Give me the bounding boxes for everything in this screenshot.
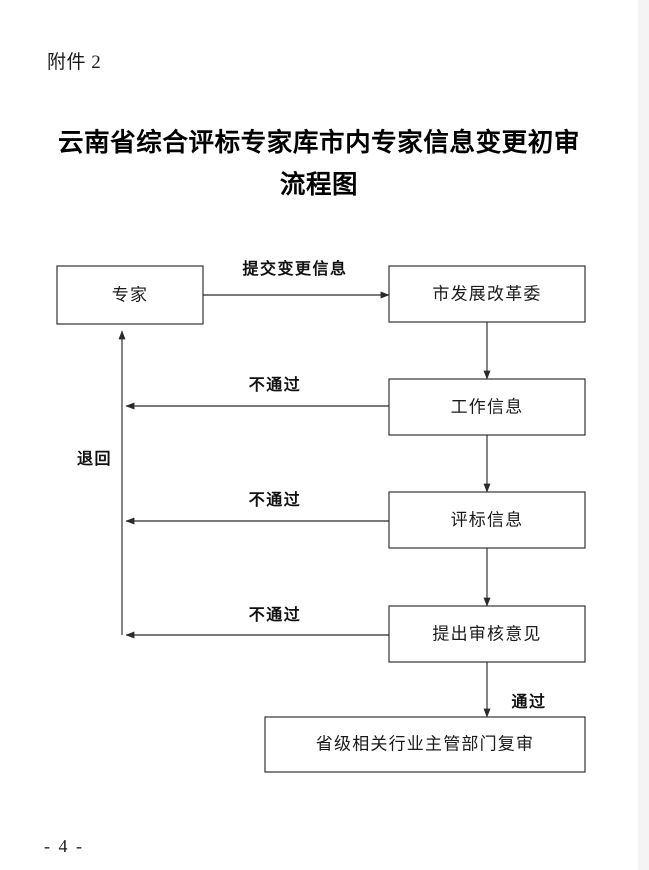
node-bid-eval-info[interactable]: 评标信息 [388,491,586,549]
edge-label-return-to-expert: 退回 [77,450,112,468]
node-city-ndrc[interactable]: 市发展改革委 [388,265,586,323]
node-work-info[interactable]: 工作信息 [388,378,586,436]
node-provincial-review[interactable]: 省级相关行业主管部门复审 [264,716,586,773]
node-review-opinion[interactable]: 提出审核意见 [388,605,586,663]
flowchart: 专家 市发展改革委 工作信息 评标信息 提出审核意见 省级相关行业主管部门复审 … [56,259,586,773]
attachment-label: 附件 2 [47,52,102,73]
node-work-info-label: 工作信息 [451,397,524,416]
edge-label-reject-bid-eval: 不通过 [249,490,302,509]
node-city-ndrc-label: 市发展改革委 [432,284,541,303]
node-provincial-review-label: 省级相关行业主管部门复审 [316,734,534,753]
page-title-line-1: 云南省综合评标专家库市内专家信息变更初审 [57,128,580,157]
page-number: - 4 - [44,836,84,856]
edge-label-pass: 通过 [511,692,546,711]
edge-label-submit-change: 提交变更信息 [242,259,347,278]
node-bid-eval-info-label: 评标信息 [451,510,524,529]
node-review-opinion-label: 提出审核意见 [432,624,541,643]
edge-label-reject-review-opinion: 不通过 [249,605,302,624]
page-title: 云南省综合评标专家库市内专家信息变更初审 流程图 [48,122,590,206]
node-expert[interactable]: 专家 [56,265,204,325]
page-edge-strip [638,0,649,870]
page-title-line-2: 流程图 [279,170,359,199]
edge-label-reject-work-info: 不通过 [249,375,302,394]
node-expert-label: 专家 [112,285,148,304]
